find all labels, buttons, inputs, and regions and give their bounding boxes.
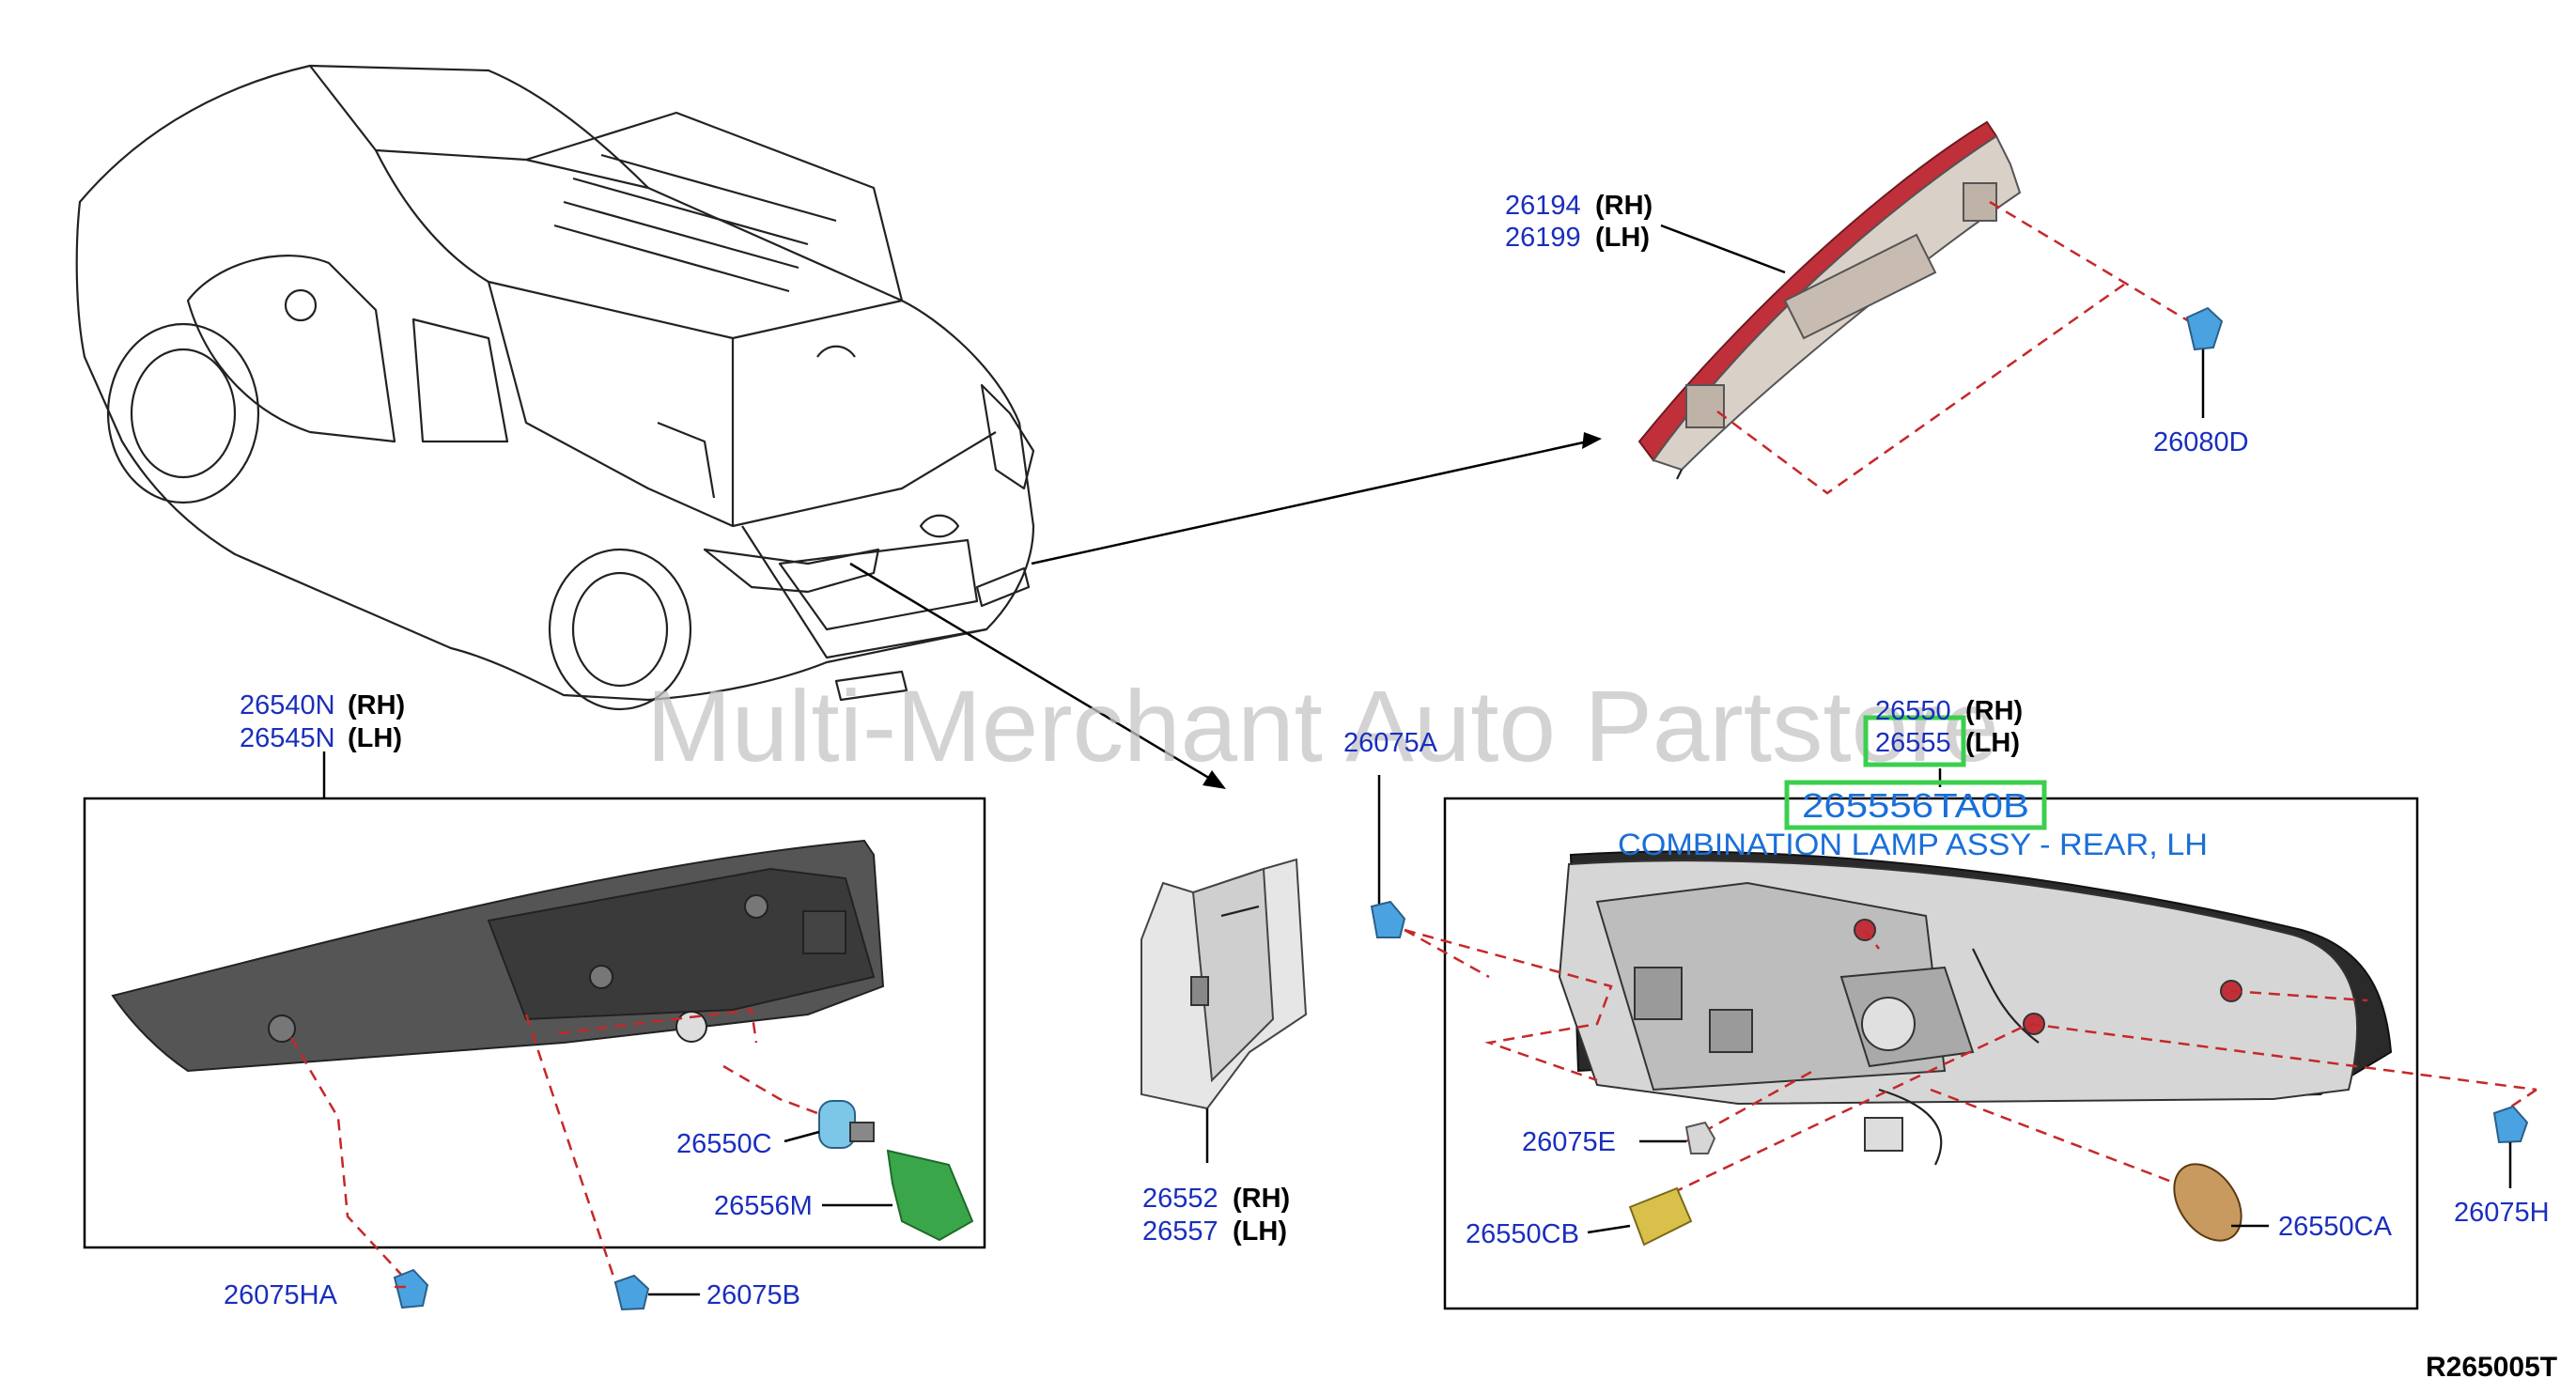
bulb-26550ca <box>2173 1163 2269 1242</box>
label-26556m[interactable]: 26556M <box>714 1191 813 1221</box>
label-26545n-side: (LH) <box>348 723 402 753</box>
label-26075a[interactable]: 26075A <box>1343 728 1438 758</box>
screw-26075a <box>1370 775 1406 938</box>
socket-26556m <box>822 1149 974 1242</box>
vehicle-illustration <box>75 64 1035 711</box>
label-26080d[interactable]: 26080D <box>2153 427 2249 457</box>
highlighted-part-number[interactable]: 265556TA0B <box>1802 786 2029 825</box>
label-26540n[interactable]: 26540N <box>240 690 335 720</box>
label-26555-side: (LH) <box>1965 728 2020 758</box>
label-26075e[interactable]: 26075E <box>1522 1127 1616 1157</box>
dashed-leaders-left <box>289 1008 818 1297</box>
label-26194[interactable]: 26194 <box>1505 191 1581 221</box>
label-26557-side: (LH) <box>1233 1216 1287 1247</box>
label-26540n-side: (RH) <box>348 690 405 720</box>
label-26199[interactable]: 26199 <box>1505 223 1581 253</box>
clip-26080d <box>2185 306 2224 418</box>
bulb-26550c <box>784 1100 875 1149</box>
dashed-leaders-right <box>1404 928 2537 1195</box>
label-26545n[interactable]: 26545N <box>240 723 335 753</box>
label-26075b[interactable]: 26075B <box>706 1280 800 1310</box>
label-26550c[interactable]: 26550C <box>676 1129 772 1159</box>
frame-26555 <box>1443 797 2419 1310</box>
lamp-assembly-26555 <box>1558 850 2393 1166</box>
screw-26075b <box>613 1274 700 1311</box>
bulb-26550cb <box>1587 1186 1693 1247</box>
label-26552-side: (RH) <box>1233 1184 1290 1214</box>
frame-26540n <box>83 797 986 1249</box>
part-description: COMBINATION LAMP ASSY - REAR, LH <box>1618 828 2208 861</box>
label-26557[interactable]: 26557 <box>1142 1216 1218 1247</box>
bracket-26552 <box>1141 858 1308 1163</box>
outer-lamp-26540n <box>111 839 885 1073</box>
dashed-leader-26080d <box>1716 200 2199 495</box>
screw-26075e <box>1639 1121 1716 1154</box>
label-26552[interactable]: 26552 <box>1142 1184 1218 1214</box>
watermark: Multi-Merchant Auto Partstore <box>646 669 1999 782</box>
label-26550-side: (RH) <box>1965 696 2023 726</box>
highlight-box-26555 <box>1863 715 1966 767</box>
label-26199-side: (LH) <box>1595 223 1650 253</box>
label-26075h[interactable]: 26075H <box>2454 1198 2550 1228</box>
highlight-box-part-number <box>1784 780 2047 830</box>
label-26550cb[interactable]: 26550CB <box>1466 1219 1579 1249</box>
label-26075ha[interactable]: 26075HA <box>224 1280 338 1310</box>
arrow-leaders <box>849 432 1602 789</box>
label-26555[interactable]: 26555 <box>1875 728 1951 758</box>
label-26550ca[interactable]: 26550CA <box>2278 1212 2393 1242</box>
screw-26075h <box>2492 1105 2529 1188</box>
label-26194-side: (RH) <box>1595 191 1653 221</box>
finisher-lamp-26194 <box>1637 120 2022 480</box>
reference-code: R265005T <box>2426 1352 2557 1383</box>
screw-26075ha <box>393 1268 429 1309</box>
label-26550[interactable]: 26550 <box>1875 696 1951 726</box>
